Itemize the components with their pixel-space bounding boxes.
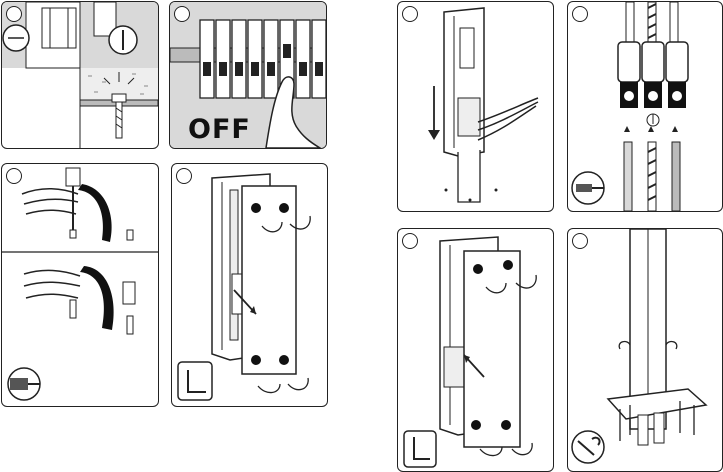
step-number-badge (174, 6, 190, 22)
cable-icon (78, 184, 112, 242)
post-base-illustration (568, 229, 722, 471)
insert-unit-illustration (398, 2, 553, 211)
step-panel-drill-dowel (1, 163, 159, 407)
step-number-badge (402, 6, 418, 22)
mount-screw-illustration (2, 2, 158, 148)
screw-icon (112, 94, 126, 102)
step-panel-fix-post (567, 228, 723, 472)
step-number-badge (402, 233, 418, 249)
step-number-badge (572, 233, 588, 249)
step-panel-power-off: OFF (169, 1, 327, 149)
step-number-badge (572, 6, 588, 22)
step-number-badge (6, 6, 22, 22)
step-panel-attach-cover (397, 228, 554, 472)
remove-cover-illustration (172, 164, 327, 406)
step-panel-insert-unit (397, 1, 554, 212)
step-number-badge (6, 168, 22, 184)
power-off-label: OFF (188, 114, 251, 145)
step-panel-mount-screw (1, 1, 159, 149)
drill-icon (2, 164, 158, 406)
attach-cover-illustration (398, 229, 553, 471)
terminal-block-illustration (568, 2, 722, 211)
step-panel-remove-cover (171, 163, 328, 407)
step-panel-connect-wires (567, 1, 723, 212)
cover-plate (242, 186, 296, 374)
step-number-badge (176, 168, 192, 184)
screwdriver-icon (576, 184, 592, 192)
